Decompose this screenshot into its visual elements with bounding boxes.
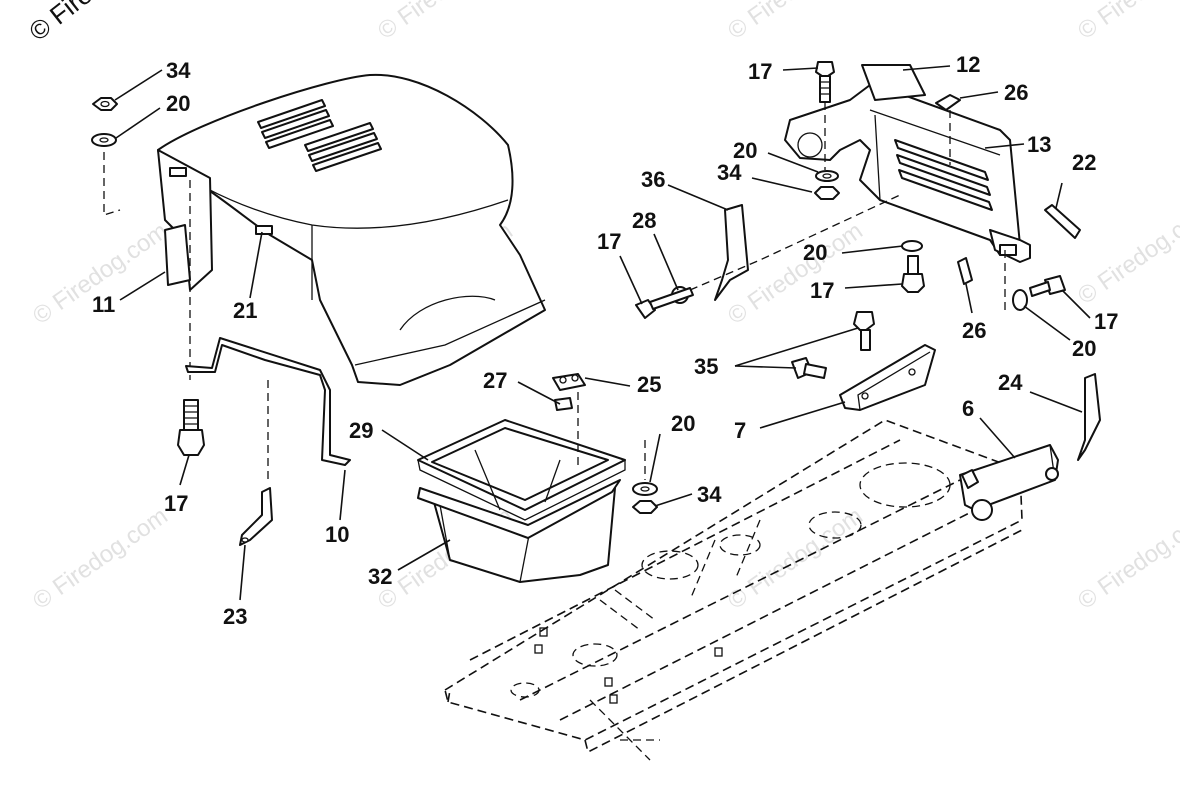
callout-17: 17 xyxy=(748,59,772,84)
bolt-35-lower xyxy=(791,357,827,379)
watermark: © Firedog.com xyxy=(373,0,518,45)
callout-11: 11 xyxy=(92,292,115,317)
bolt-17-far-right xyxy=(1029,275,1066,297)
nut-34-right xyxy=(814,186,840,200)
callout-20: 20 xyxy=(166,91,190,116)
callout-28: 28 xyxy=(632,208,656,233)
watermark: © Firedog.com xyxy=(28,502,173,615)
clip-26-lower xyxy=(957,257,973,285)
washer-20-top-left xyxy=(91,133,117,147)
bolt-17-right-mid xyxy=(901,255,925,293)
callout-34: 34 xyxy=(717,160,742,185)
callout-17: 17 xyxy=(164,491,188,516)
callout-17: 17 xyxy=(810,278,834,303)
callout-17: 17 xyxy=(1094,309,1118,334)
callout-36: 36 xyxy=(641,167,665,192)
copyright-notice: © Fire xyxy=(23,0,98,47)
leader-lines xyxy=(114,65,1091,601)
bracket-25 xyxy=(552,373,586,391)
mount-bracket xyxy=(239,487,273,546)
dash-panel xyxy=(784,84,1031,263)
washer-20-right-mid xyxy=(901,240,923,252)
callout-21: 21 xyxy=(233,298,257,323)
clip-26-top xyxy=(935,94,961,111)
plate-24 xyxy=(1077,373,1101,461)
hood-vents xyxy=(257,99,382,172)
bolt-35-upper xyxy=(853,311,875,351)
callout-20: 20 xyxy=(803,240,827,265)
callout-27: 27 xyxy=(483,368,507,393)
nut-34-top-left xyxy=(92,97,118,111)
callout-labels: 34 20 11 21 17 10 23 27 25 29 32 20 34 1… xyxy=(92,52,1118,629)
battery-tray xyxy=(417,479,621,583)
callout-26: 26 xyxy=(962,318,986,343)
callout-25: 25 xyxy=(637,372,661,397)
axle-bracket-6 xyxy=(959,444,1059,521)
callout-34: 34 xyxy=(166,58,191,83)
callout-12: 12 xyxy=(956,52,980,77)
callout-23: 23 xyxy=(223,604,247,629)
callout-26: 26 xyxy=(1004,80,1028,105)
watermark: © Firedog.com xyxy=(723,0,868,45)
support-rod xyxy=(185,337,351,466)
watermark: © Firedog.com xyxy=(1073,197,1180,310)
bolt-17-top xyxy=(815,61,835,103)
bolt-17-panel-left xyxy=(635,287,694,319)
callout-13: 13 xyxy=(1027,132,1051,157)
callout-29: 29 xyxy=(349,418,373,443)
callout-24: 24 xyxy=(998,370,1023,395)
callout-10: 10 xyxy=(325,522,349,547)
washer-20-center xyxy=(632,482,658,496)
callout-22: 22 xyxy=(1072,150,1096,175)
nut-34-center xyxy=(632,500,658,514)
washer-20-far-right xyxy=(1012,289,1028,311)
callout-20: 20 xyxy=(733,138,757,163)
bracket-36 xyxy=(714,204,749,301)
side-bracket xyxy=(164,224,191,286)
chassis-frame xyxy=(444,419,1023,761)
watermark: © Firedog.com xyxy=(1073,0,1180,45)
callout-34: 34 xyxy=(697,482,722,507)
bracket-7 xyxy=(839,344,936,411)
hood xyxy=(157,73,546,386)
callout-7: 7 xyxy=(734,418,746,443)
callout-35: 35 xyxy=(694,354,718,379)
watermark: © Firedog.com xyxy=(1073,502,1180,615)
callout-20: 20 xyxy=(1072,336,1096,361)
callout-6: 6 xyxy=(962,396,974,421)
tray-frame-29 xyxy=(417,419,626,521)
bolt-17-left xyxy=(177,399,205,456)
strip-22 xyxy=(1044,204,1081,239)
clip-27 xyxy=(554,397,573,411)
washer-20-right-top xyxy=(815,170,839,182)
callout-32: 32 xyxy=(368,564,392,589)
callout-17: 17 xyxy=(597,229,621,254)
cover-plate-12 xyxy=(861,64,926,101)
callout-20: 20 xyxy=(671,411,695,436)
